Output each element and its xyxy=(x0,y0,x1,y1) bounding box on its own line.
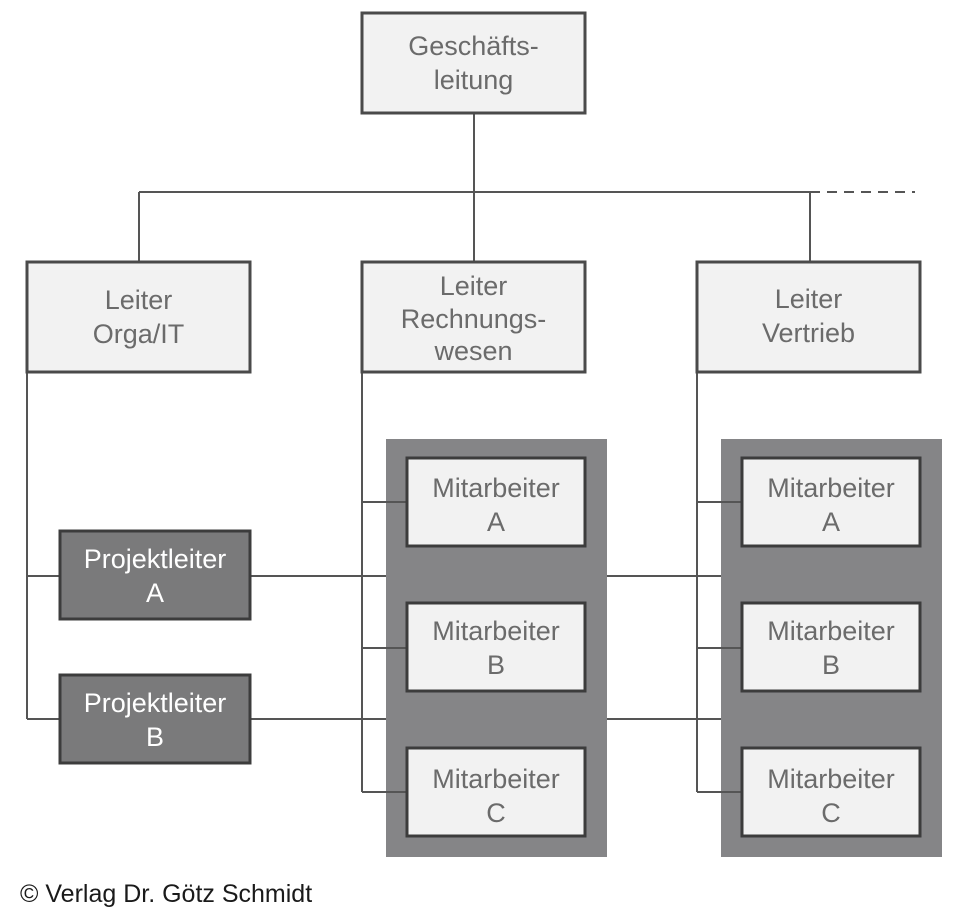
box-label: Mitarbeiter xyxy=(767,616,895,646)
box-label: B xyxy=(146,722,164,752)
box-leiter-orga-it: Leiter Orga/IT xyxy=(25,260,252,374)
box-label: B xyxy=(487,650,505,680)
box-label: B xyxy=(822,650,840,680)
box-label: A xyxy=(487,507,505,537)
box-mitarbeiter-vertrieb-b: Mitarbeiter B xyxy=(740,601,922,693)
box-mitarbeiter-rewe-a: Mitarbeiter A xyxy=(405,456,587,548)
box-mitarbeiter-vertrieb-a: Mitarbeiter A xyxy=(740,456,922,548)
box-mitarbeiter-rewe-c: Mitarbeiter C xyxy=(405,746,587,838)
box-leiter-vertrieb: Leiter Vertrieb xyxy=(695,260,922,374)
box-label: Mitarbeiter xyxy=(767,764,895,794)
box-label: Geschäfts- xyxy=(408,31,539,61)
box-leiter-rechnungswesen: Leiter Rechnungs- wesen xyxy=(360,260,587,374)
box-label: Mitarbeiter xyxy=(432,764,560,794)
box-projektleiter-a: Projektleiter A xyxy=(58,529,252,621)
box-label: Leiter xyxy=(440,271,508,301)
box-label: wesen xyxy=(433,336,512,366)
copyright-notice: © Verlag Dr. Götz Schmidt xyxy=(20,880,313,908)
box-label: Orga/IT xyxy=(93,319,185,349)
box-label: Vertrieb xyxy=(762,318,855,348)
box-geschaeftsleitung: Geschäfts- leitung xyxy=(360,11,587,115)
box-mitarbeiter-rewe-b: Mitarbeiter B xyxy=(405,601,587,693)
connector-lines xyxy=(26,113,915,793)
box-label: A xyxy=(146,578,164,608)
box-label: A xyxy=(822,507,840,537)
box-label: C xyxy=(486,798,506,828)
box-label: Rechnungs- xyxy=(401,304,547,334)
box-label: Mitarbeiter xyxy=(432,473,560,503)
box-label: C xyxy=(821,798,841,828)
box-projektleiter-b: Projektleiter B xyxy=(58,673,252,765)
box-label: Mitarbeiter xyxy=(767,473,895,503)
box-mitarbeiter-vertrieb-c: Mitarbeiter C xyxy=(740,746,922,838)
box-label: Projektleiter xyxy=(84,688,227,718)
box-label: Leiter xyxy=(775,284,843,314)
box-label: Mitarbeiter xyxy=(432,616,560,646)
box-label: Leiter xyxy=(105,285,173,315)
box-label: Projektleiter xyxy=(84,544,227,574)
box-label: leitung xyxy=(434,65,514,95)
